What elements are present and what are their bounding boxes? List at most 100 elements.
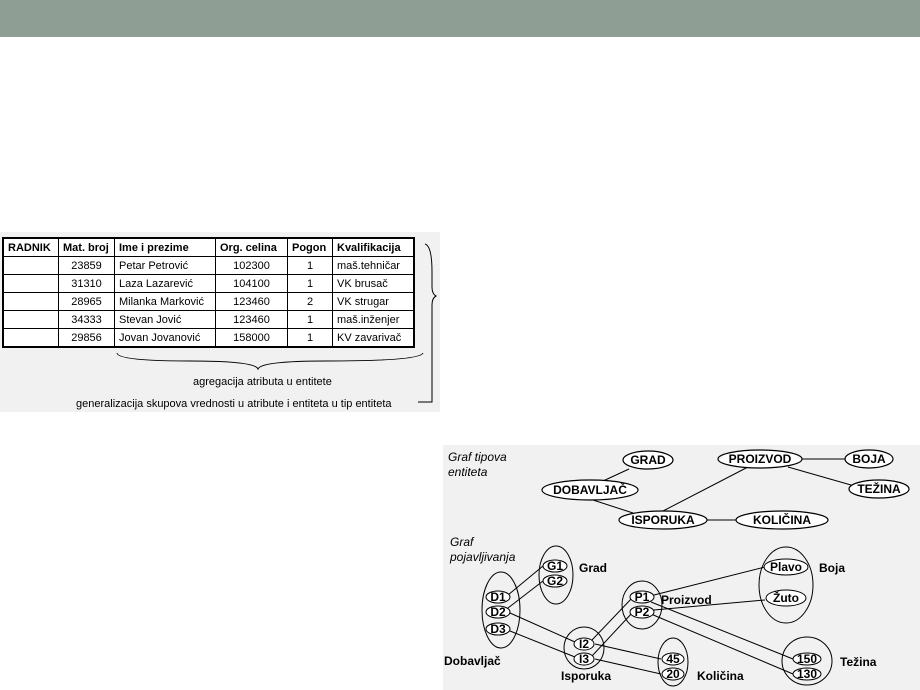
item-i3-label: I3	[579, 652, 589, 666]
set-kolicina	[657, 637, 689, 687]
table-cell: 1	[287, 310, 333, 329]
item-p1	[629, 590, 655, 604]
table-cell: maš.inženjer	[332, 310, 415, 329]
table-row: 34333 Stevan Jović 123460 1 maš.inženjer	[2, 310, 415, 329]
type-graph-title-line2: entiteta	[448, 465, 488, 479]
aggregation-brace	[116, 352, 424, 371]
occ-edge-i2-45	[594, 643, 662, 660]
table-row: 29856 Jovan Jovanović 158000 1 KV zavari…	[2, 328, 415, 348]
type-graph-title-line1: Graf tipova	[448, 450, 507, 464]
occ-edge-p2-130	[650, 613, 794, 675]
item-d3	[485, 622, 511, 636]
table-cell: VK brusač	[332, 274, 415, 293]
column-header: RADNIK	[2, 237, 59, 257]
type-node-boja	[844, 449, 894, 469]
occ-edge-i3-p2	[591, 611, 634, 657]
item-g2-label: G2	[547, 574, 563, 588]
edge-dobavljac-isporuka	[592, 499, 634, 514]
generalization-bracket	[418, 243, 438, 403]
column-header: Pogon	[287, 237, 333, 257]
item-plavo	[763, 558, 809, 576]
item-plavo-label: Plavo	[770, 560, 802, 574]
item-d2	[485, 605, 511, 619]
table-cell: Milanka Marković	[114, 292, 216, 311]
edge-proizvod-tezina	[787, 466, 852, 486]
slide-header-bar	[0, 0, 920, 37]
generalization-caption: generalizacija skupova vrednosti u atrib…	[76, 398, 392, 410]
item-p2-label: P2	[635, 605, 650, 619]
set-grad	[538, 545, 574, 605]
item-45	[661, 652, 685, 666]
type-node-tezina	[848, 479, 910, 499]
set-grad-label: Grad	[579, 561, 607, 575]
type-node-isporuka	[618, 510, 708, 530]
item-zuto	[765, 589, 807, 607]
edge-isporuka-proizvod	[662, 466, 749, 512]
item-i2	[573, 637, 595, 651]
occ-edge-d2-g2	[507, 580, 544, 609]
type-node-proizvod	[717, 449, 803, 469]
item-zuto-label: Žuto	[773, 590, 799, 605]
occ-edge-d3-i3	[509, 630, 576, 658]
occ-edge-p1-plavo	[653, 566, 766, 596]
occ-edge-p1-150	[650, 601, 794, 660]
entity-graphs-figure: GRAD DOBAVLJAČ PROIZVOD BOJA TEŽINA ISPO…	[443, 445, 920, 690]
item-130-label: 130	[797, 667, 817, 681]
item-g1-label: G1	[547, 559, 563, 573]
item-130	[792, 667, 822, 681]
set-tezina	[781, 636, 833, 686]
type-node-tezina-label: TEŽINA	[857, 481, 901, 496]
item-p2	[629, 605, 655, 619]
table-cell: 34333	[58, 310, 115, 329]
item-d1	[485, 590, 511, 604]
item-45-label: 45	[666, 652, 680, 666]
edge-grad-dobavljac	[602, 468, 630, 482]
type-node-dobavljac	[541, 479, 639, 501]
item-p1-label: P1	[635, 590, 650, 604]
column-header: Org. celina	[215, 237, 288, 257]
item-i2-label: I2	[579, 637, 589, 651]
item-d1-label: D1	[490, 590, 506, 604]
set-boja-label: Boja	[819, 561, 845, 575]
table-cell: maš.tehničar	[332, 256, 415, 275]
set-tezina-label: Težina	[840, 655, 877, 669]
column-header: Kvalifikacija	[332, 237, 415, 257]
occurrence-graph-title-line2: pojavljivanja	[449, 550, 516, 564]
table-cell: 104100	[215, 274, 288, 293]
set-proizvod	[621, 580, 663, 630]
type-node-kolicina-label: KOLIČINA	[753, 512, 811, 527]
type-node-kolicina	[735, 510, 829, 530]
table-cell: 158000	[215, 328, 288, 348]
item-d2-label: D2	[490, 605, 506, 619]
radnik-table: RADNIK Mat. broj Ime i prezime Org. celi…	[2, 237, 415, 348]
table-cell: 123460	[215, 292, 288, 311]
table-cell: Stevan Jović	[114, 310, 216, 329]
type-node-boja-label: BOJA	[852, 452, 886, 466]
occ-edge-i2-p1	[591, 596, 634, 641]
table-cell: 1	[287, 328, 333, 348]
set-isporuka	[563, 626, 605, 670]
column-header: Ime i prezime	[114, 237, 216, 257]
table-cell: Jovan Jovanović	[114, 328, 216, 348]
type-node-isporuka-label: ISPORUKA	[631, 513, 695, 527]
set-isporuka-label: Isporuka	[561, 669, 611, 683]
set-dobavljac-label: Dobavljač	[444, 654, 501, 668]
item-150	[792, 652, 822, 666]
item-i3	[573, 652, 595, 666]
item-20-label: 20	[666, 667, 680, 681]
table-row: 28965 Milanka Marković 123460 2 VK strug…	[2, 292, 415, 311]
set-boja	[758, 546, 814, 624]
table-cell: Laza Lazarević	[114, 274, 216, 293]
entity-graphs-svg: GRAD DOBAVLJAČ PROIZVOD BOJA TEŽINA ISPO…	[444, 449, 910, 687]
table-cell: KV zavarivač	[332, 328, 415, 348]
occ-edge-i3-20	[594, 658, 662, 675]
brackets-overlay	[116, 243, 438, 403]
occ-edge-d1-g1	[507, 565, 544, 596]
item-g1	[542, 559, 568, 573]
item-20	[661, 667, 685, 681]
type-node-dobavljac-label: DOBAVLJAČ	[553, 482, 627, 497]
table-cell: 123460	[215, 310, 288, 329]
table-row: 31310 Laza Lazarević 104100 1 VK brusač	[2, 274, 415, 293]
set-kolicina-label: Količina	[697, 669, 744, 683]
occ-edge-d2-i2	[509, 612, 576, 643]
